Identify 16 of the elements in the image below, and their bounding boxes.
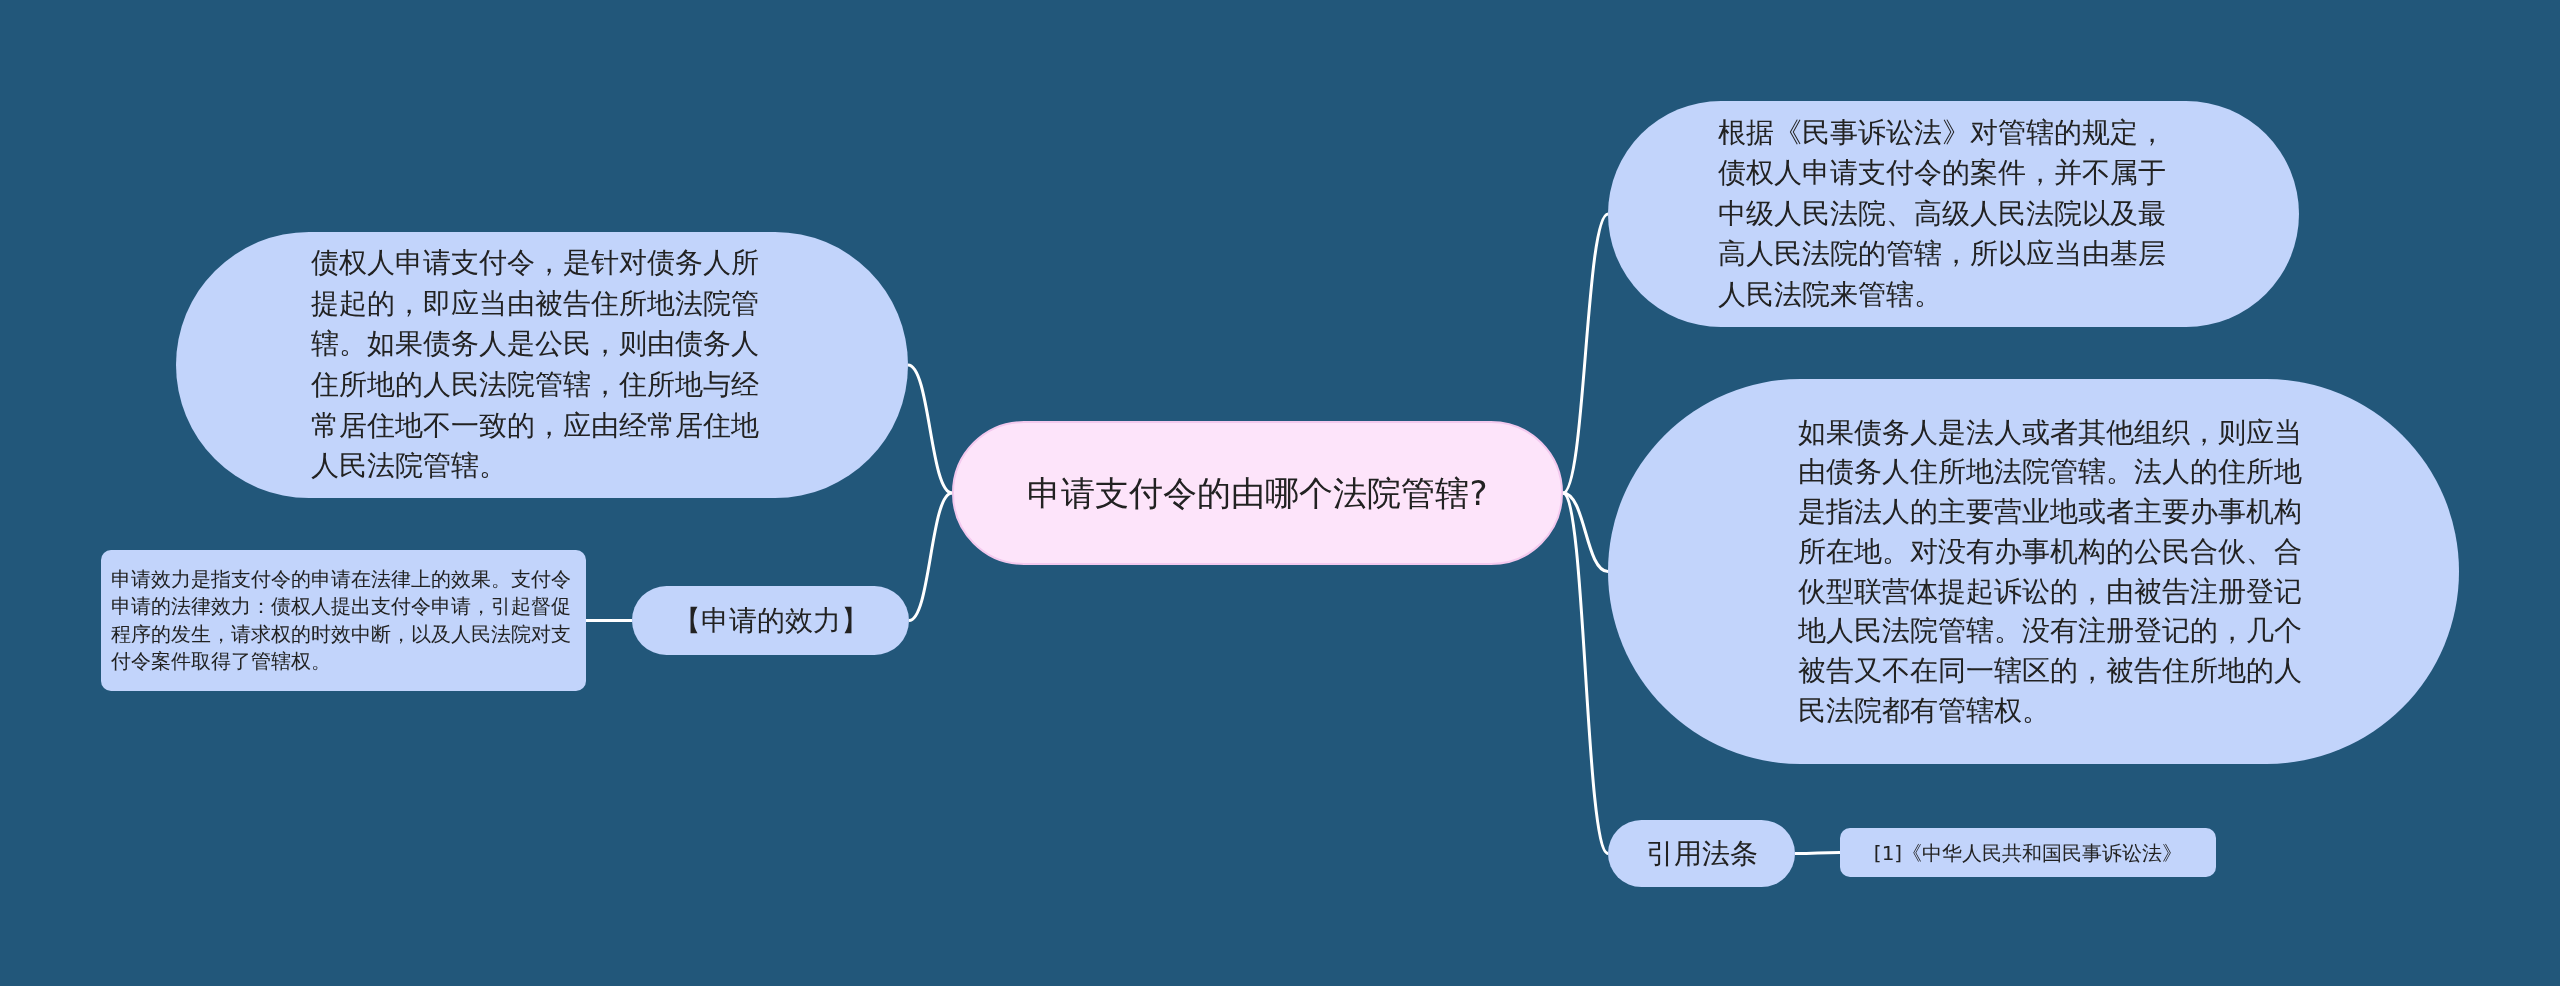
connector-line <box>907 363 953 495</box>
connector-line <box>1795 851 1840 855</box>
connector-line <box>586 619 632 622</box>
node-text: 引用法条 <box>1645 836 1758 871</box>
connector-line <box>908 491 953 622</box>
node-text: 申请效力是指支付令的申请在法律上的效果。支付令申请的法律效力：债权人提出支付令申请，引起督促程序的发生，请求权的时效中断，以及人民法院对支付令案件取得了管辖权。 <box>111 566 572 675</box>
node-text: 【申请的效力】 <box>672 603 869 638</box>
node-text: [1]《中华人民共和国民事诉讼法》 <box>1873 840 2183 865</box>
node-text: 申请支付令的由哪个法院管辖? <box>1027 471 1488 515</box>
node-text: 根据《民事诉讼法》对管辖的规定，债权人申请支付令的案件，并不属于中级人民法院、高级人民法院以及最高人民法院的管辖，所以应当由基层人民法院来管辖。 <box>1718 114 2167 313</box>
note-card <box>101 550 586 691</box>
node-text: 如果债务人是法人或者其他组织，则应当由债务人住所地法院管辖。法人的住所地是指法人的主要营业地或者主要办事机构所在地。对没有办事机构的公民合伙、合伙型联营体提起诉讼的，由被告注册登记地人民法院管辖。没有注册登记的，几个被告又不在同一辖区的，被告住所地的人民法院都有管辖权。 <box>1798 414 2303 729</box>
connector-line <box>1561 492 1610 855</box>
note-card <box>1840 828 2216 877</box>
node-text: 债权人申请支付令，是针对债务人所提起的，即应当由被告住所地法院管辖。如果债务人是公民，则由债务人住所地的人民法院管辖，住所地与经常居住地不一致的，应由经常居住地人民法院管辖。 <box>311 245 760 485</box>
connector-line <box>1561 212 1610 495</box>
